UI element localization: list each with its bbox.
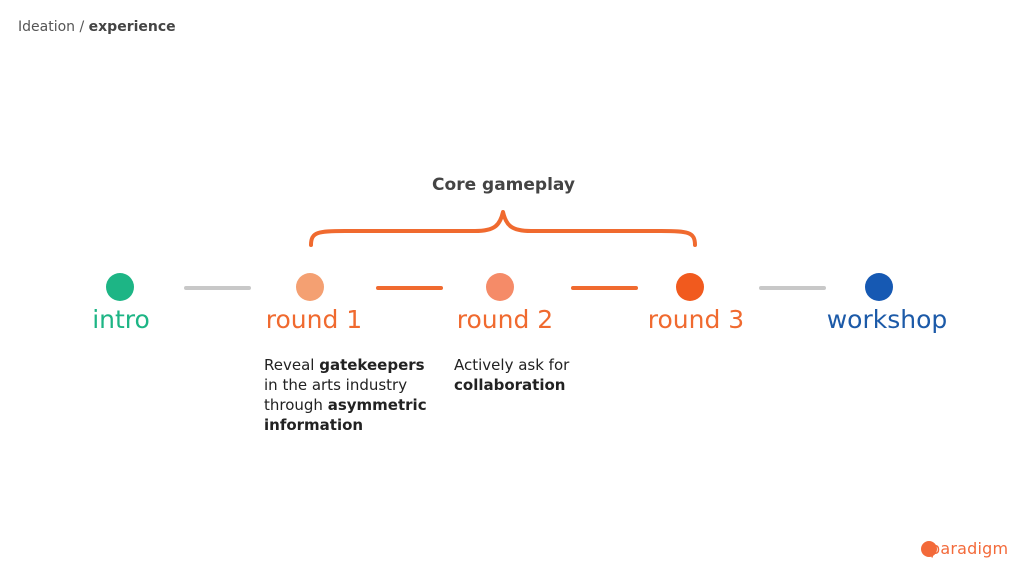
- step-dot-round1: [296, 273, 324, 301]
- step-label-round1: round 1: [265, 305, 363, 334]
- logo-dot-icon: [921, 541, 937, 557]
- breadcrumb-parent[interactable]: Ideation: [18, 19, 76, 35]
- breadcrumb-separator: /: [75, 19, 89, 35]
- breadcrumb-current: experience: [88, 19, 176, 35]
- connector-round3-workshop: [759, 286, 826, 290]
- step-dot-workshop: [865, 273, 893, 301]
- connector-round2-round3: [571, 286, 638, 290]
- connector-round1-round2: [376, 286, 443, 290]
- step-label-intro: intro: [92, 305, 150, 334]
- paradigm-logo: paradigm: [921, 539, 1011, 561]
- round1-description: Reveal gatekeepers in the arts industry …: [264, 355, 439, 435]
- step-dot-round2: [486, 273, 514, 301]
- connector-intro-round1: [184, 286, 251, 290]
- round2-desc-part: collaboration: [454, 376, 566, 394]
- round2-desc-part: Actively ask for: [454, 356, 570, 374]
- round1-desc-part: in the arts industry through: [264, 376, 408, 414]
- step-dot-round3: [676, 273, 704, 301]
- round1-desc-part: asymmetric information: [264, 396, 427, 434]
- step-label-round3: round 3: [647, 305, 745, 334]
- breadcrumb: Ideation / experience: [18, 19, 176, 35]
- logo-text: paradigm: [930, 539, 1009, 558]
- round2-description: Actively ask for collaboration: [454, 355, 594, 395]
- round1-desc-part: Reveal: [264, 356, 320, 374]
- step-dot-intro: [106, 273, 134, 301]
- step-label-workshop: workshop: [826, 305, 948, 334]
- core-gameplay-title: Core gameplay: [432, 175, 575, 195]
- step-label-round2: round 2: [456, 305, 554, 334]
- round1-desc-part: gatekeepers: [319, 356, 425, 374]
